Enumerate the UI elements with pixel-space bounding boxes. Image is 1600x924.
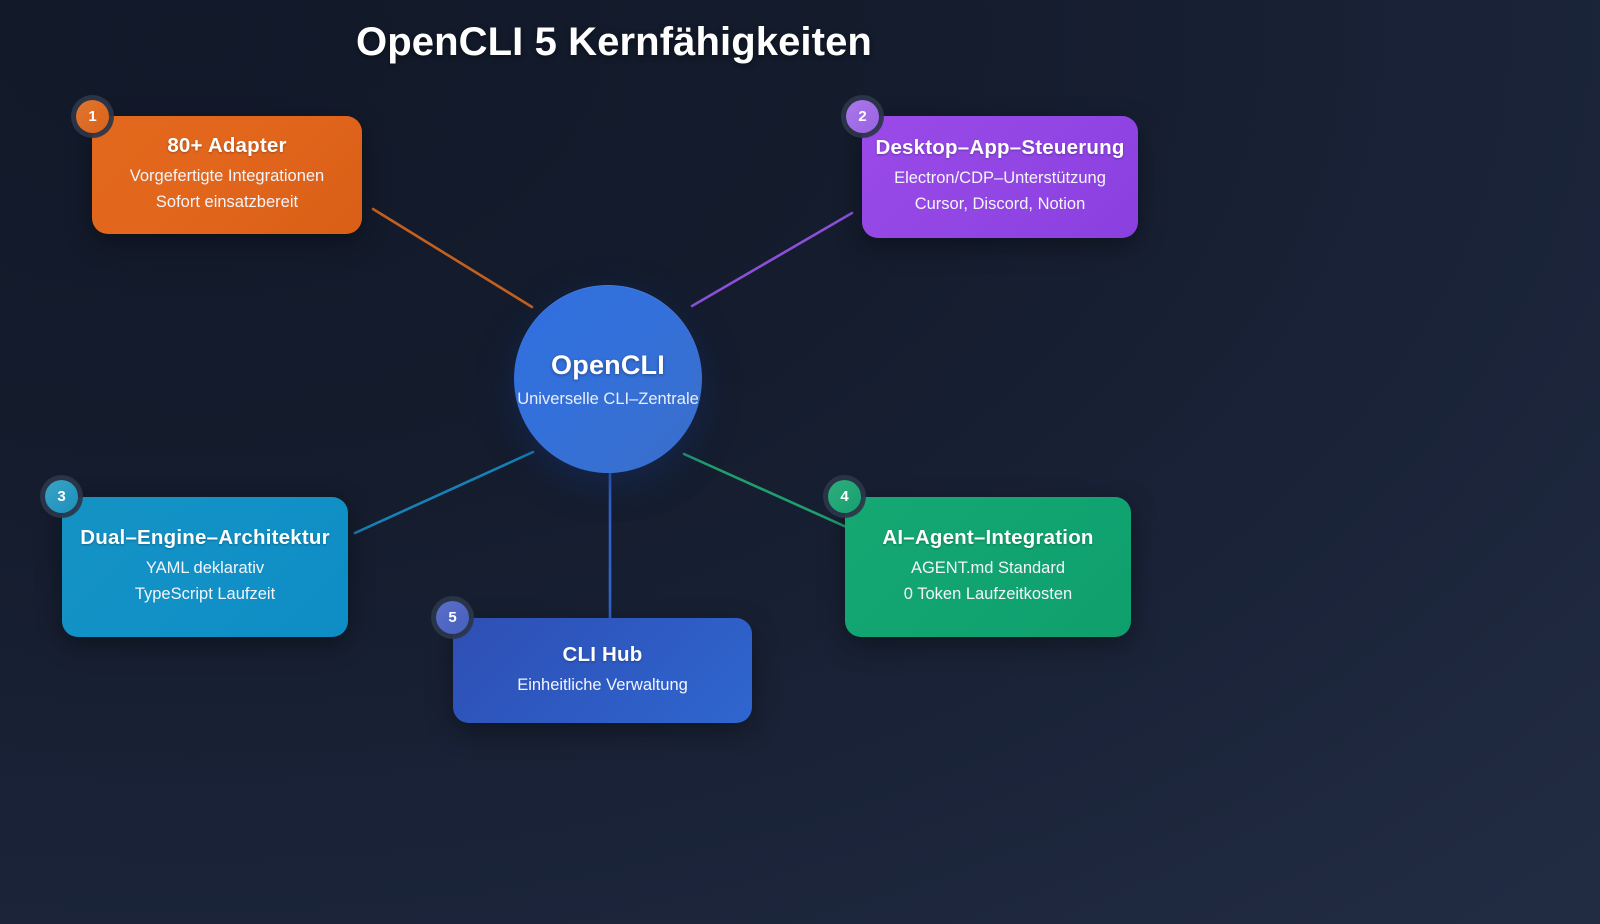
node-card-adapters[interactable]: 1 80+ Adapter Vorgefertigte Integratione… [76,100,362,234]
node-line-1-1: Vorgefertigte Integrationen [129,167,325,186]
page-title: OpenCLI 5 Kernfähigkeiten [356,20,872,64]
node-card-dual-engine-architecture[interactable]: 3 Dual–Engine–Architektur YAML deklarati… [45,480,348,637]
node-line-3-2: TypeScript Laufzeit [134,585,276,603]
node-title-2: Desktop–App–Steuerung [875,136,1125,160]
node-line-5-1: Einheitliche Verwaltung [517,675,688,694]
node-title-4: AI–Agent–Integration [882,526,1094,550]
node-title-1: 80+ Adapter [167,134,287,158]
node-line-2-2: Cursor, Discord, Notion [914,195,1086,213]
connector-line-2 [690,211,854,308]
node-card-ai-agent-integration[interactable]: 4 AI–Agent–Integration AGENT.md Standard… [828,480,1131,637]
node-title-5: CLI Hub [562,642,643,666]
node-badge-2: 2 [846,100,879,133]
hub-subtitle: Universelle CLI–Zentrale [517,389,699,408]
node-title-3: Dual–Engine–Architektur [80,526,330,550]
node-badge-3: 3 [45,480,78,513]
connector-line-1 [371,207,534,309]
node-card-cli-hub[interactable]: 5 CLI Hub Einheitliche Verwaltung [436,601,752,723]
hub-title: OpenCLI [551,349,665,380]
hub-node[interactable]: OpenCLI Universelle CLI–Zentrale [514,285,702,473]
node-line-3-1: YAML deklarativ [145,559,265,578]
node-badge-4: 4 [828,480,861,513]
node-badge-5: 5 [436,601,469,634]
node-line-2-1: Electron/CDP–Unterstützung [894,169,1106,188]
node-line-1-2: Sofort einsatzbereit [155,193,299,211]
node-card-desktop-app-control[interactable]: 2 Desktop–App–Steuerung Electron/CDP–Unt… [846,100,1138,238]
node-badge-1: 1 [76,100,109,133]
connector-line-3 [353,450,535,535]
node-line-4-1: AGENT.md Standard [910,559,1066,578]
node-line-4-2: 0 Token Laufzeitkosten [903,585,1073,603]
